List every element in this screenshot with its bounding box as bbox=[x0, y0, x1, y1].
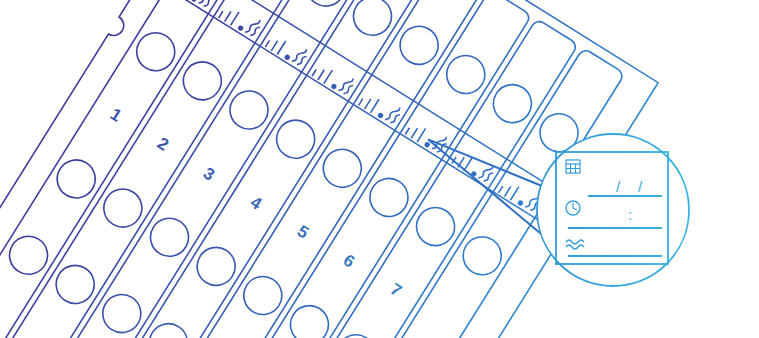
strip-number: 5 bbox=[294, 222, 311, 241]
strip-number: 1 bbox=[107, 106, 124, 125]
well-circle bbox=[237, 269, 289, 321]
field-mark: / bbox=[638, 179, 642, 194]
well-circle bbox=[143, 211, 195, 263]
well-circle bbox=[346, 0, 398, 42]
test-strip bbox=[79, 0, 439, 338]
well-circle bbox=[330, 328, 382, 338]
test-strip bbox=[172, 0, 532, 338]
well-circle bbox=[50, 153, 102, 205]
leader-lines bbox=[428, 139, 546, 238]
magnified-callout bbox=[537, 134, 689, 286]
well-circle bbox=[363, 171, 415, 223]
field-mark: : bbox=[628, 207, 632, 222]
well-circle bbox=[190, 240, 242, 292]
well-circle bbox=[49, 258, 101, 310]
well-circle bbox=[440, 48, 492, 100]
band-marks bbox=[172, 0, 543, 214]
test-strip bbox=[0, 0, 345, 338]
strip-number: 6 bbox=[341, 251, 358, 270]
field-mark: / bbox=[616, 179, 620, 194]
well-circle bbox=[97, 182, 149, 234]
well-circle bbox=[456, 230, 508, 282]
well-circle bbox=[142, 317, 194, 338]
strip-number: 3 bbox=[201, 164, 218, 183]
strip-number: 2 bbox=[154, 135, 171, 154]
strip-number: 7 bbox=[387, 280, 404, 299]
test-strip bbox=[32, 0, 392, 338]
band-line bbox=[164, 0, 581, 206]
well-circle bbox=[130, 26, 182, 78]
test-strip bbox=[125, 0, 485, 338]
well-circle bbox=[316, 142, 368, 194]
well-circle bbox=[96, 287, 148, 338]
well-circle bbox=[409, 200, 461, 252]
test-strip bbox=[219, 19, 579, 338]
well-circle bbox=[176, 55, 228, 107]
well-circle bbox=[223, 84, 275, 136]
strip-number: 4 bbox=[247, 193, 264, 212]
well-circle bbox=[283, 298, 335, 338]
well-circle bbox=[269, 113, 321, 165]
well-circle bbox=[486, 77, 538, 129]
well-circle bbox=[2, 229, 54, 281]
well-circle bbox=[393, 19, 445, 71]
well-circle bbox=[300, 0, 352, 13]
